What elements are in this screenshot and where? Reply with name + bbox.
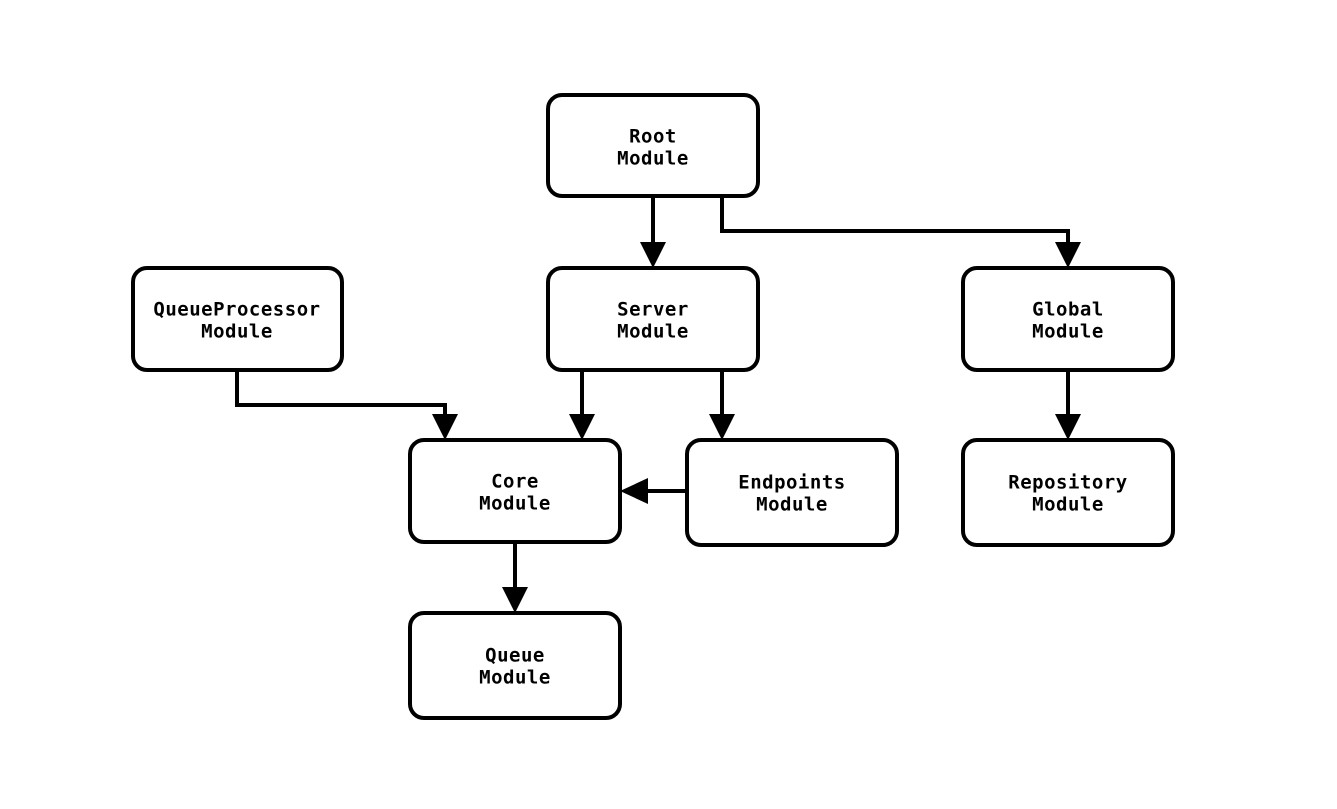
- node-box[interactable]: [408, 438, 622, 544]
- node-label-line2: Module: [1032, 321, 1104, 343]
- node-layer: Root Module QueueProcessor Module Server…: [131, 93, 1175, 720]
- edge-global-to-repository: [1055, 370, 1081, 440]
- arrowhead-icon: [432, 414, 458, 440]
- node-box[interactable]: [961, 266, 1175, 372]
- edge-queueprocessor-to-core: [235, 370, 458, 440]
- edge-layer: [235, 196, 1081, 613]
- node-core-module[interactable]: Core Module: [408, 438, 622, 544]
- node-label-line2: Module: [479, 493, 551, 515]
- node-box[interactable]: [685, 438, 899, 547]
- arrowhead-icon: [620, 478, 648, 504]
- node-label-line2: Module: [479, 667, 551, 689]
- arrowhead-icon: [502, 587, 528, 613]
- node-box[interactable]: [546, 266, 760, 372]
- node-label-line1: Endpoints: [738, 472, 845, 494]
- arrowhead-icon: [569, 414, 595, 440]
- node-label-line2: Module: [756, 494, 828, 516]
- edge-server-to-core: [569, 370, 595, 440]
- node-label-line2: Module: [1032, 494, 1104, 516]
- node-label-line2: Module: [201, 321, 273, 343]
- node-repository-module[interactable]: Repository Module: [961, 438, 1175, 547]
- node-box[interactable]: [546, 93, 760, 198]
- node-root-module[interactable]: Root Module: [546, 93, 760, 198]
- edge-root-to-server: [640, 196, 666, 268]
- edge-root-to-global: [720, 196, 1081, 268]
- node-queueprocessor-module[interactable]: QueueProcessor Module: [131, 266, 344, 372]
- node-endpoints-module[interactable]: Endpoints Module: [685, 438, 899, 547]
- arrowhead-icon: [640, 242, 666, 268]
- node-label-line1: Server: [617, 299, 689, 321]
- node-box[interactable]: [961, 438, 1175, 547]
- node-label-line1: Core: [491, 471, 539, 493]
- node-label-line1: Root: [629, 126, 677, 148]
- edge-line: [720, 196, 1070, 247]
- node-box[interactable]: [408, 611, 622, 720]
- node-queue-module[interactable]: Queue Module: [408, 611, 622, 720]
- node-label-line2: Module: [617, 321, 689, 343]
- edge-endpoints-to-core: [620, 478, 687, 504]
- node-label-line2: Module: [617, 148, 689, 170]
- arrowhead-icon: [709, 414, 735, 440]
- node-label-line1: QueueProcessor: [153, 299, 320, 321]
- arrowhead-icon: [1055, 242, 1081, 268]
- edge-server-to-endpoints: [709, 370, 735, 440]
- edge-core-to-queue: [502, 542, 528, 613]
- node-global-module[interactable]: Global Module: [961, 266, 1175, 372]
- node-label-line1: Queue: [485, 645, 545, 667]
- node-box[interactable]: [131, 266, 344, 372]
- node-label-line1: Global: [1032, 299, 1104, 321]
- node-label-line1: Repository: [1008, 472, 1127, 494]
- arrowhead-icon: [1055, 414, 1081, 440]
- node-server-module[interactable]: Server Module: [546, 266, 760, 372]
- edge-line: [235, 370, 447, 419]
